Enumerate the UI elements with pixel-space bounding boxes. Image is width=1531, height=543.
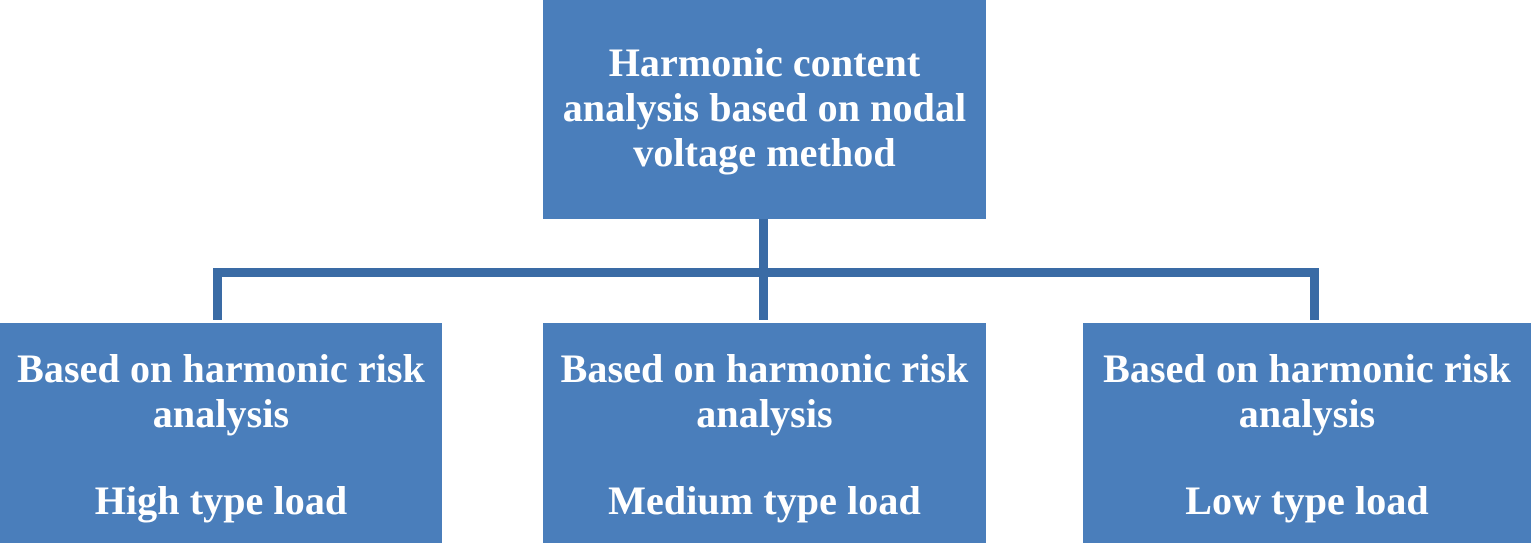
connector-root-stem (759, 219, 768, 276)
node-leaf-medium-heading: Based on harmonic risk analysis (560, 346, 969, 436)
connector-drop-to-medium-load (759, 268, 768, 320)
node-root-label: Harmonic content analysis based on nodal… (562, 40, 967, 175)
connector-drop-to-low-load (1310, 268, 1319, 320)
node-leaf-high-heading: Based on harmonic risk analysis (17, 346, 425, 436)
node-leaf-medium-sublabel: Medium type load (608, 477, 921, 523)
node-leaf-low-type-load[interactable]: Based on harmonic risk analysis Low type… (1083, 323, 1531, 543)
node-leaf-low-heading: Based on harmonic risk analysis (1103, 346, 1511, 436)
node-leaf-low-sublabel: Low type load (1185, 477, 1429, 523)
node-root-harmonic-content-analysis[interactable]: Harmonic content analysis based on nodal… (543, 0, 986, 219)
connector-drop-to-high-load (213, 268, 222, 320)
node-leaf-high-sublabel: High type load (94, 477, 348, 523)
node-leaf-medium-type-load[interactable]: Based on harmonic risk analysis Medium t… (543, 323, 986, 543)
node-leaf-high-type-load[interactable]: Based on harmonic risk analysis High typ… (0, 323, 442, 543)
